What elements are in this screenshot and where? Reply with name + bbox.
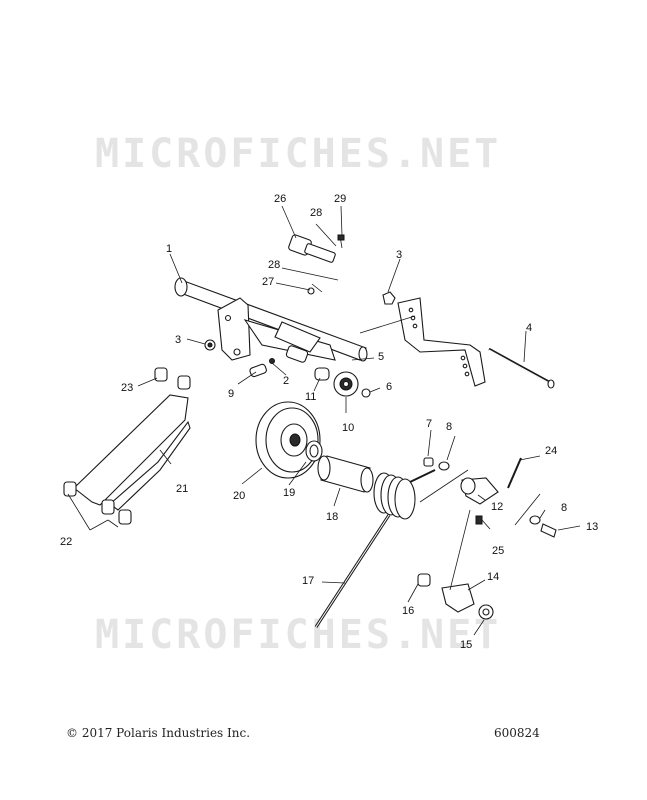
copyright-notice: © 2017 Polaris Industries Inc.	[66, 726, 251, 740]
watermark-bottom: MICROFICHES.NET	[95, 612, 501, 658]
callout-1: 1	[166, 243, 172, 255]
callout-9: 9	[228, 388, 234, 400]
callout-5: 5	[378, 351, 384, 363]
callout-29: 29	[334, 193, 346, 205]
spring-block-lower	[417, 573, 494, 620]
callout-17: 17	[302, 575, 314, 587]
watermark-top: MICROFICHES.NET	[95, 131, 501, 177]
callout-18: 18	[326, 511, 338, 523]
idler-wheel	[255, 401, 321, 479]
callout-7: 7	[426, 418, 432, 430]
callout-3-right: 3	[396, 249, 402, 261]
callouts: 1 2 3 3 4 5 6 7 8 8 9 10 11 12 13 14 15 …	[60, 193, 598, 651]
callout-28-upper: 28	[310, 207, 322, 219]
callout-6: 6	[386, 381, 392, 393]
figure-number: 600824	[494, 726, 540, 740]
callout-3-left: 3	[175, 334, 181, 346]
callout-22: 22	[60, 536, 72, 548]
callout-13: 13	[586, 521, 598, 533]
nut-left	[204, 339, 216, 351]
callout-15: 15	[460, 639, 472, 651]
callout-20: 20	[233, 490, 245, 502]
callout-23: 23	[121, 382, 133, 394]
callout-27: 27	[262, 276, 274, 288]
shock-cap-assembly	[288, 234, 345, 295]
callout-14: 14	[487, 571, 499, 583]
torsion-spring	[314, 469, 436, 628]
nut-right	[382, 291, 396, 305]
callout-28-lower: 28	[268, 259, 280, 271]
callout-26: 26	[274, 193, 286, 205]
callout-19: 19	[283, 487, 295, 499]
sprocket-hub	[333, 371, 371, 398]
callout-11: 11	[305, 391, 316, 403]
callout-25: 25	[492, 545, 504, 557]
callout-10: 10	[342, 422, 354, 434]
washer-pin-lower	[529, 515, 557, 538]
rear-bracket	[397, 297, 555, 389]
rear-arm	[63, 367, 191, 525]
washer-set-upper	[423, 457, 450, 471]
spring-sleeve	[317, 455, 374, 493]
callout-16: 16	[402, 605, 414, 617]
front-arm-shaft	[174, 277, 368, 363]
callout-2: 2	[283, 375, 289, 387]
leader-lines	[67, 205, 581, 636]
callout-21: 21	[176, 483, 188, 495]
callout-4: 4	[526, 322, 532, 334]
spacer-ring	[305, 440, 323, 462]
spring-block	[460, 457, 522, 525]
callout-24: 24	[545, 445, 557, 457]
callout-8-upper: 8	[446, 421, 452, 433]
callout-8-lower: 8	[561, 502, 567, 514]
callout-12: 12	[491, 501, 503, 513]
